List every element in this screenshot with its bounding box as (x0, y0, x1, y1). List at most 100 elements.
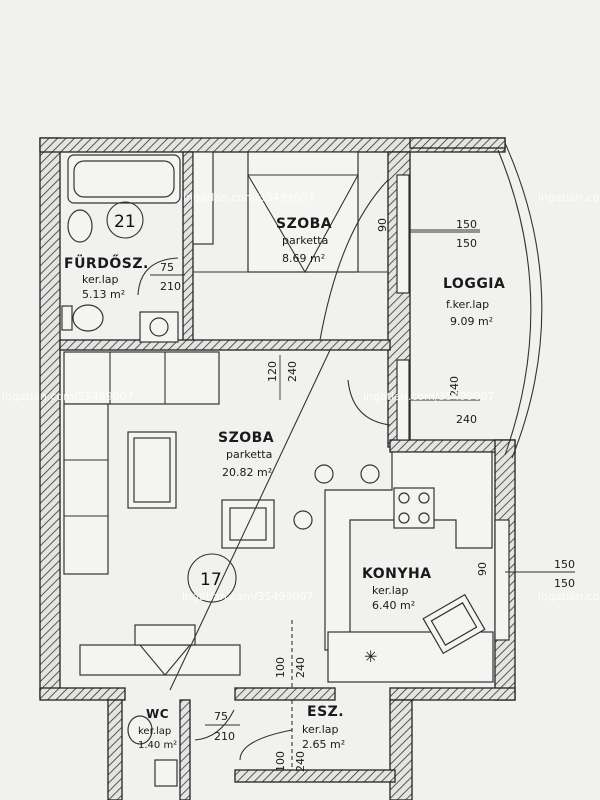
dim-bath-door-w: 75 (160, 261, 174, 274)
bathroom-fixtures (61, 154, 181, 343)
small-room-furniture (192, 151, 389, 341)
loggia-outline-inner (497, 149, 532, 456)
tv (134, 624, 196, 646)
unit-circle-living (187, 553, 237, 603)
loggia-door-frame (396, 359, 410, 441)
unit-number-bath: 21 (114, 212, 136, 232)
wall-bottom-left (39, 687, 126, 701)
unit-markers: 21 17 (106, 201, 237, 603)
sofa-left (63, 403, 109, 575)
living-furniture (63, 349, 380, 691)
dim-esz-240: 240 (294, 751, 307, 772)
szoba-small-name: SZOBA (276, 216, 332, 232)
konyha-floor: ker.lap (372, 584, 409, 597)
tv-stand (79, 644, 241, 676)
sink (67, 209, 93, 243)
wc-door-swing (194, 709, 235, 741)
unit-number-living: 17 (200, 570, 222, 590)
burner-2 (418, 492, 430, 504)
wc-floor: ker.lap (138, 726, 171, 737)
dim-szoba-90: 90 (376, 218, 389, 232)
coffee-table-inner (133, 437, 171, 503)
dim-entry-240: 240 (294, 657, 307, 678)
dim-kitchen-90: 90 (476, 562, 489, 576)
bath-door-swing (137, 257, 179, 296)
wall-entry-right (389, 699, 413, 800)
dim-kitchen-win-w: 150 (554, 558, 575, 571)
dim-wc-door-w: 75 (214, 710, 228, 723)
tv-diagonal (139, 644, 191, 676)
burner-4 (418, 512, 430, 524)
esz-door-swing (239, 729, 293, 761)
stove (393, 487, 435, 529)
watermark-3: ingatlan.com/35499007 (2, 390, 134, 403)
wardrobe-small (192, 151, 214, 245)
watermark-6: ingatlan.com/35499007 (538, 590, 600, 603)
szoba-large-name: SZOBA (218, 430, 274, 446)
stool-2 (360, 464, 380, 484)
unit-circle-bath (106, 201, 144, 239)
loggia-door-swing (347, 379, 391, 426)
room-labels: FÜRDŐSZ. ker.lap 5.13 m² SZOBA parketta … (64, 216, 505, 751)
dim-wc-door-h: 210 (214, 730, 235, 743)
watermark-5: ingatlan.com/35499007 (182, 590, 314, 603)
loggia-floor: f.ker.lap (446, 298, 489, 311)
washing-machine-drum (149, 317, 169, 337)
bathtub-inner (73, 160, 175, 198)
wall-kitchen-bottom (389, 687, 516, 701)
wc-toilet (127, 715, 153, 745)
stool-3 (293, 510, 313, 530)
bed-small (247, 151, 359, 273)
wc-area: 1.40 m² (138, 740, 177, 751)
stool-1 (314, 464, 334, 484)
dim-entry-100: 100 (274, 657, 287, 678)
furdo-area: 5.13 m² (82, 288, 125, 301)
esz-floor: ker.lap (302, 723, 339, 736)
loggia-outline (504, 142, 543, 459)
konyha-name: KONYHA (362, 566, 432, 582)
wc-sink (154, 759, 178, 787)
wall-bath-partition (182, 151, 194, 343)
dim-loggia-door-w: 240 (448, 376, 461, 397)
dim-bath-door-h: 210 (160, 280, 181, 293)
loggia-area: 9.09 m² (450, 315, 493, 328)
watermark-2: ingatlan.com/35499007 (538, 191, 600, 204)
wall-loggia-top (409, 137, 506, 149)
walls (39, 137, 516, 800)
wc-name: WC (146, 707, 169, 721)
szoba-small-area: 8.69 m² (282, 252, 325, 265)
wall-mid-horizontal (59, 339, 391, 351)
wall-wc-left (107, 699, 123, 800)
esz-area: 2.65 m² (302, 738, 345, 751)
szoba-small-floor: parketta (282, 234, 328, 247)
furdo-floor: ker.lap (82, 273, 119, 286)
toilet (72, 304, 104, 332)
dim-loggia-door-h: 240 (456, 413, 477, 426)
watermark-4: ingatlan.com/35499007 (363, 390, 495, 403)
kitchen-fixtures: ✳ (324, 451, 510, 683)
dim-kitchen-win-h: 150 (554, 577, 575, 590)
konyha-area: 6.40 m² (372, 599, 415, 612)
living-diagonal (169, 349, 331, 691)
loggia-name: LOGGIA (443, 276, 505, 292)
watermark-1: ingatlan.com/35499007 (183, 191, 315, 204)
washing-machine (139, 311, 179, 343)
dim-esz-100: 100 (274, 751, 287, 772)
loggia-window-frame (396, 174, 410, 294)
watermarks: ingatlan.com/35499007 ingatlan.com/35499… (2, 191, 600, 603)
szoba-large-floor: parketta (226, 448, 272, 461)
entry-fixtures (127, 700, 293, 787)
toilet-tank (61, 305, 73, 331)
dimension-texts: 75 210 90 150 150 120 240 240 240 90 150… (160, 218, 575, 772)
szoba-large-area: 20.82 m² (222, 466, 272, 479)
dim-loggia-win-w: 150 (456, 218, 477, 231)
sofa-top (63, 351, 220, 405)
dim-living-120: 120 (266, 361, 279, 382)
esz-name: ESZ. (307, 704, 344, 720)
wall-left (39, 137, 61, 699)
kitchen-star: ✳ (364, 647, 377, 666)
kitchen-sink-basin (430, 602, 478, 646)
szoba-door-swing (319, 179, 389, 341)
dim-living-240: 240 (286, 361, 299, 382)
